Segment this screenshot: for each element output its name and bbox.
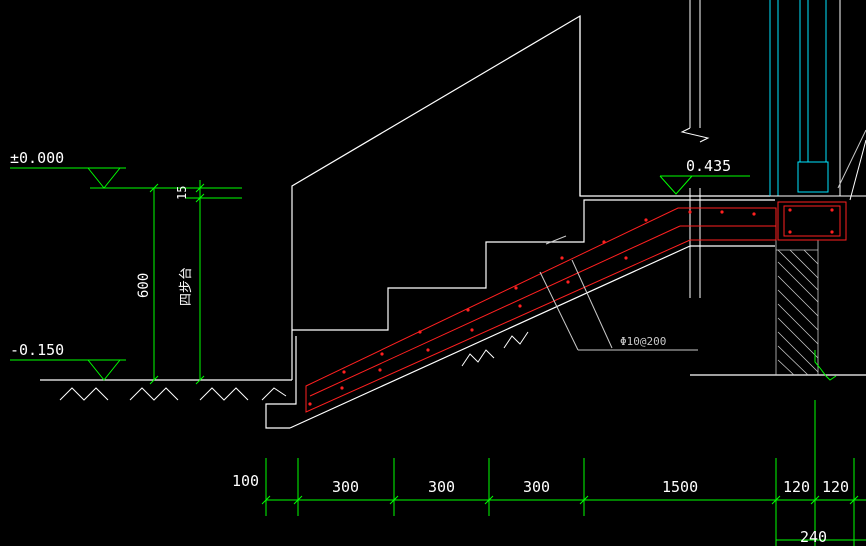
elevation-markers	[10, 167, 750, 381]
horizontal-dimension	[261, 350, 866, 546]
rebar-dot	[752, 212, 756, 216]
rebar-dot	[560, 256, 564, 260]
rebar-dot	[624, 256, 628, 260]
rebar-dot	[830, 230, 834, 234]
horizontal-dim-labels: 100 300 300 300 1500 120 120	[232, 472, 849, 496]
wall-outline	[291, 14, 770, 380]
dim-label-1: 300	[332, 478, 359, 496]
rebar-dot	[514, 286, 518, 290]
vertical-dim-label: 四步台	[179, 267, 194, 306]
window-frame-right	[770, 0, 866, 201]
stair-slab	[265, 245, 775, 429]
rebar-dot	[466, 308, 470, 312]
dim-label-0: 100	[232, 472, 259, 490]
rebar-dot	[566, 280, 570, 284]
dim-label-5: 120	[783, 478, 810, 496]
rebar-dot	[688, 210, 692, 214]
rebar-dot	[342, 370, 346, 374]
rebar-dots	[308, 208, 834, 406]
rebar-dot	[830, 208, 834, 212]
rebar-dot	[340, 386, 344, 390]
dim-label-6: 120	[822, 478, 849, 496]
window-glazing	[769, 0, 829, 196]
level-bottom-label: -0.150	[10, 341, 64, 359]
dim-label-4: 1500	[662, 478, 698, 496]
rebar-cage	[305, 201, 847, 413]
stair-steps	[292, 199, 775, 331]
wall-total-label: 240	[800, 528, 827, 546]
rebar-dot	[518, 304, 522, 308]
vertical-dim-small: 15	[175, 186, 189, 200]
ground-line	[40, 374, 866, 381]
rebar-dot	[378, 368, 382, 372]
rebar-dot	[788, 208, 792, 212]
rebar-dot	[788, 230, 792, 234]
rebar-dot	[644, 218, 648, 222]
dim-label-2: 300	[428, 478, 455, 496]
rebar-dot	[470, 328, 474, 332]
level-top-label: ±0.000	[10, 149, 64, 167]
rebar-dot	[602, 240, 606, 244]
soil-hatch	[59, 331, 529, 401]
wall-hatch	[775, 240, 819, 376]
rebar-dot	[426, 348, 430, 352]
window-frame	[680, 0, 710, 298]
level-landing-label: 0.435	[686, 157, 731, 175]
vertical-dim-main: 600	[136, 273, 152, 298]
rebar-dot	[418, 330, 422, 334]
rebar-dot	[720, 210, 724, 214]
rebar-spec-label: Φ10@200	[620, 335, 666, 348]
rebar-dot	[308, 402, 312, 406]
rebar-leader	[539, 129, 866, 351]
dim-label-3: 300	[523, 478, 550, 496]
rebar-dot	[380, 352, 384, 356]
vertical-dimension	[149, 180, 242, 385]
